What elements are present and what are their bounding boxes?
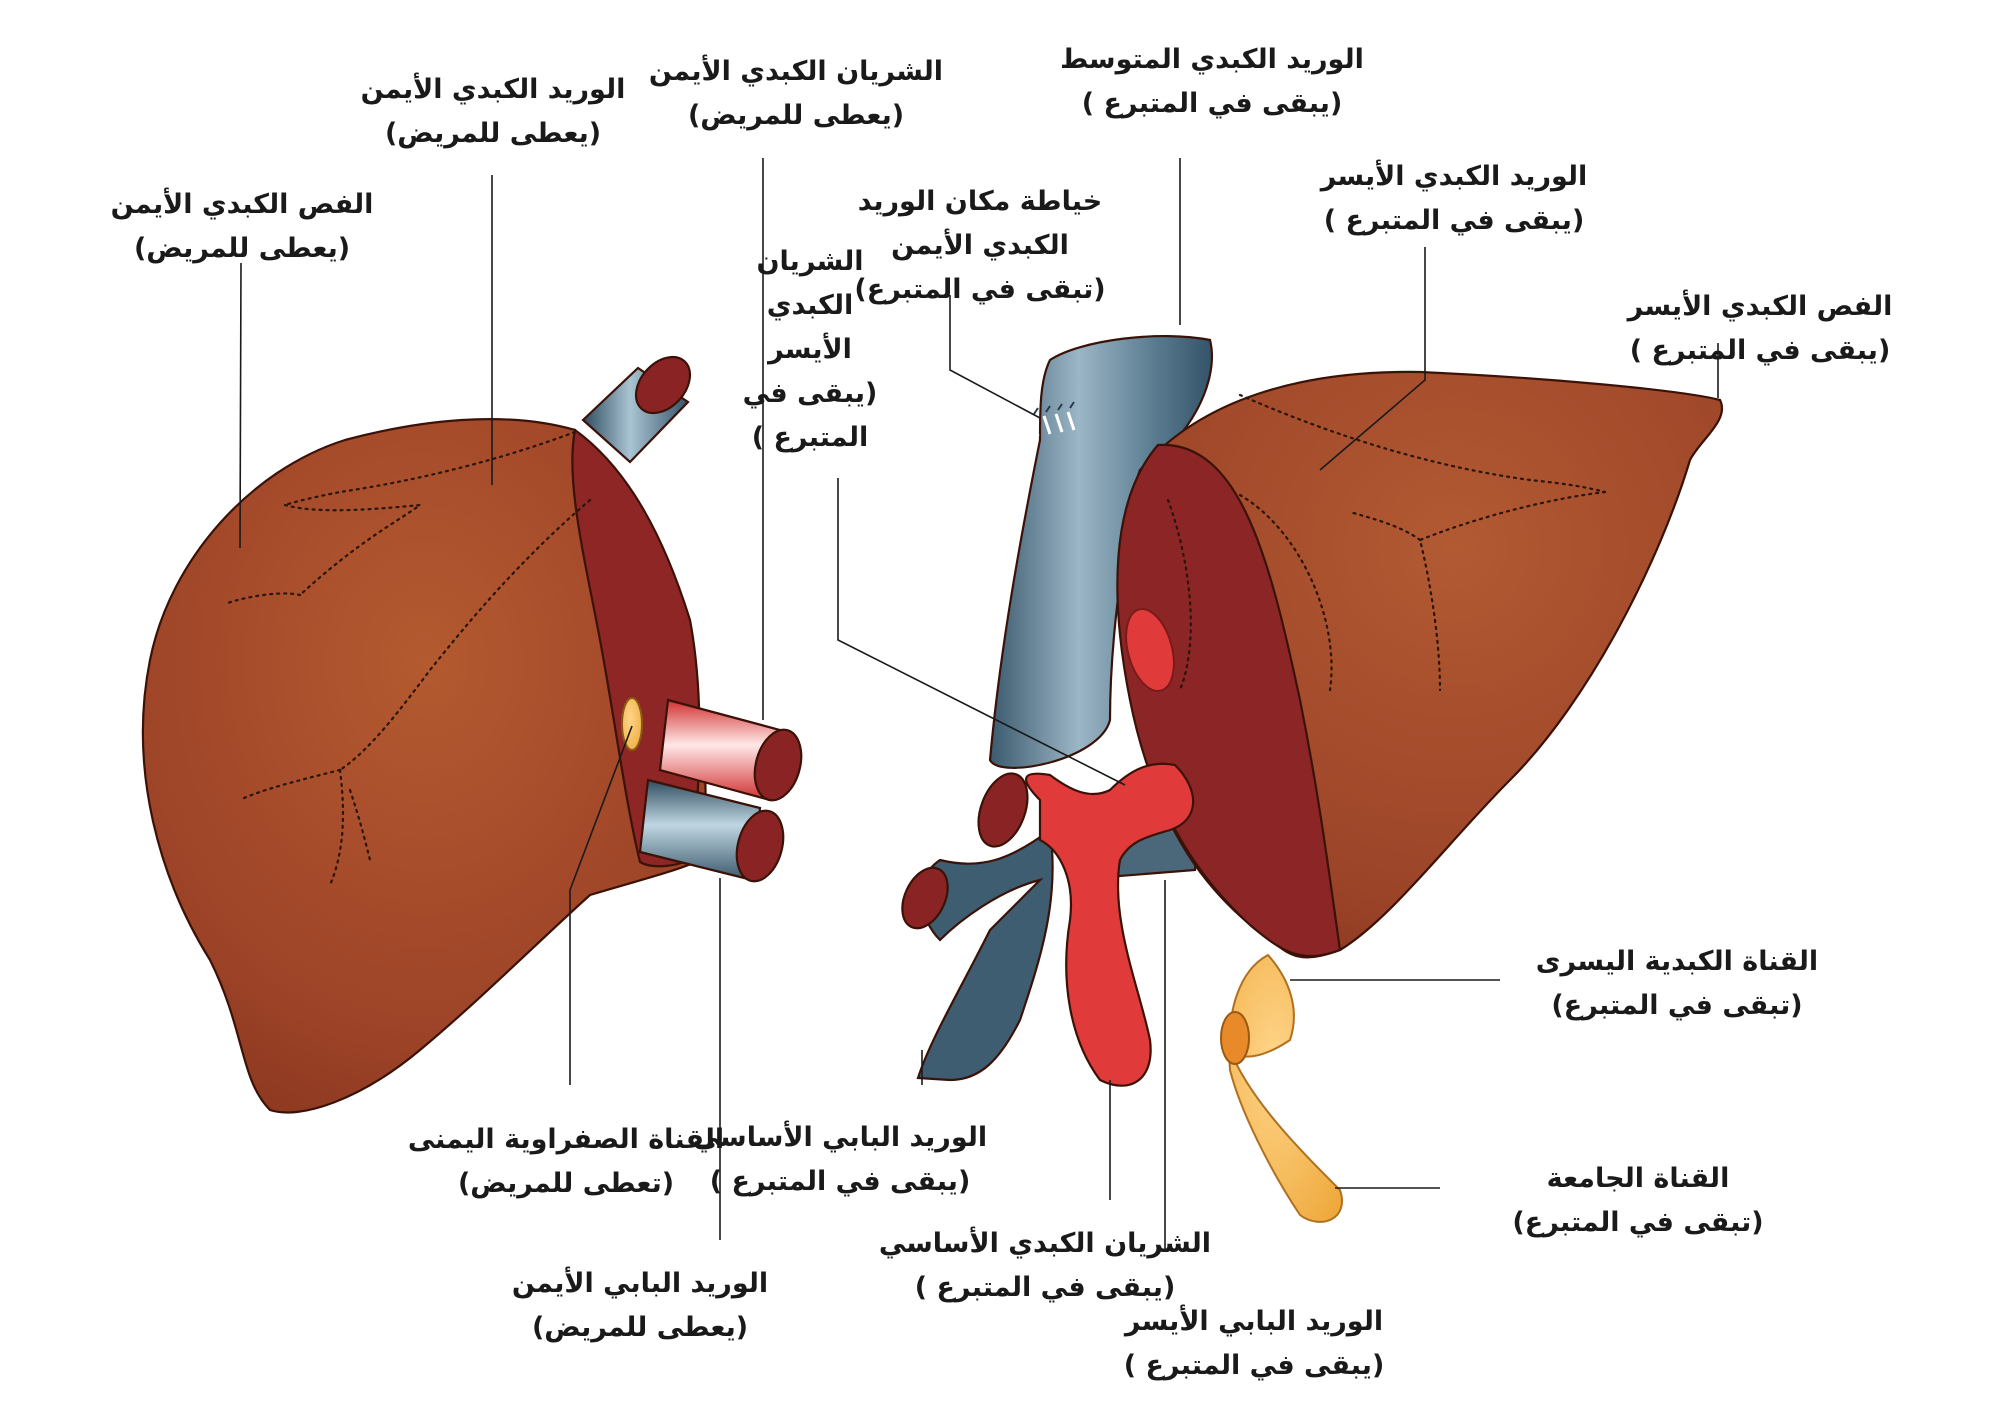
suture-marks (1030, 401, 1076, 437)
label-left-portal-vein: الوريد البابي الأيسر (يبقى في المتبرع ) (1064, 1300, 1444, 1388)
label-note: (يبقى في المتبرع ) (1629, 335, 1891, 366)
label-name: الشريان الكبدي الأساسي (878, 1228, 1212, 1259)
label-name: القناة الكبدية اليسرى (1535, 946, 1819, 977)
label-name: الفص الكبدي الأيمن (110, 189, 374, 220)
label-left-lobe: الفص الكبدي الأيسر (يبقى في المتبرع ) (1570, 285, 1950, 373)
label-note: (يبقى في المتبرع ) (709, 1166, 971, 1197)
label-line-4: (يبقى في (742, 378, 878, 409)
label-name: الوريد الكبدي الأيمن (360, 74, 626, 105)
label-note: (يبقى في المتبرع ) (1323, 205, 1585, 236)
label-note: (يبقى في المتبرع ) (1123, 1350, 1385, 1381)
label-note: (تبقى في المتبرع) (854, 274, 1106, 305)
label-left-hepatic-vein: الوريد الكبدي الأيسر (يبقى في المتبرع ) (1264, 155, 1644, 243)
label-name: الوريد الكبدي المتوسط (1060, 44, 1364, 75)
label-note: (يعطى للمريض) (133, 233, 351, 264)
label-note: (يعطى للمريض) (384, 118, 602, 149)
label-line-1: الشريان (756, 246, 864, 277)
label-left-hepatic-duct: القناة الكبدية اليسرى (تبقى في المتبرع) (1487, 940, 1867, 1028)
label-note: (تعطى للمريض) (457, 1168, 675, 1199)
label-left-hepatic-artery: الشريان الكبدي الأيسر (يبقى في المتبرع ) (740, 240, 880, 460)
label-note: (يبقى في المتبرع ) (914, 1272, 1176, 1303)
label-name: القناة الجامعة (1546, 1163, 1730, 1194)
label-right-portal-vein: الوريد البابي الأيمن (يعطى للمريض) (450, 1262, 830, 1350)
label-note: (تبقى في المتبرع) (1512, 1207, 1764, 1238)
label-name-line1: خياطة مكان الوريد (857, 186, 1103, 217)
label-common-bile-duct: القناة الجامعة (تبقى في المتبرع) (1448, 1157, 1828, 1245)
label-right-bile-duct: القناة الصفراوية اليمنى (تعطى للمريض) (376, 1118, 756, 1206)
label-name: الوريد البابي الأيسر (1124, 1306, 1384, 1337)
label-name: الوريد الكبدي الأيسر (1320, 161, 1588, 192)
label-name: القناة الصفراوية اليمنى (407, 1124, 725, 1155)
left-liver-lobe-donor (901, 335, 1724, 1223)
label-common-hepatic-artery: الشريان الكبدي الأساسي (يبقى في المتبرع … (855, 1222, 1235, 1310)
label-name-line2: الكبدي الأيمن (891, 230, 1069, 261)
label-name: الشريان الكبدي الأيمن (648, 56, 944, 87)
label-right-hepatic-artery: الشريان الكبدي الأيمن (يعطى للمريض) (606, 50, 986, 138)
label-main-portal-vein: الوريد البابي الأساسي (يبقى في المتبرع ) (650, 1116, 1030, 1204)
label-name: الوريد البابي الأيمن (511, 1268, 769, 1299)
label-right-hepatic-vein: الوريد الكبدي الأيمن (يعطى للمريض) (303, 68, 683, 156)
label-suture-site: خياطة مكان الوريد الكبدي الأيمن (تبقى في… (790, 180, 1170, 312)
label-line-2: الكبدي (766, 290, 854, 321)
label-name: الفص الكبدي الأيسر (1627, 291, 1893, 322)
right-liver-lobe (141, 355, 803, 1114)
label-note: (يعطى للمريض) (531, 1312, 749, 1343)
label-line-5: المتبرع ) (751, 422, 869, 453)
label-right-lobe: الفص الكبدي الأيمن (يعطى للمريض) (52, 183, 432, 271)
label-middle-hepatic-vein: الوريد الكبدي المتوسط (يبقى في المتبرع ) (1022, 38, 1402, 126)
label-note: (يبقى في المتبرع ) (1081, 88, 1343, 119)
leader-lines (239, 158, 1719, 1250)
label-note: (تبقى في المتبرع) (1551, 990, 1803, 1021)
label-name: الوريد البابي الأساسي (692, 1122, 988, 1153)
label-line-3: الأيسر (768, 334, 852, 365)
label-note: (يعطى للمريض) (687, 100, 905, 131)
